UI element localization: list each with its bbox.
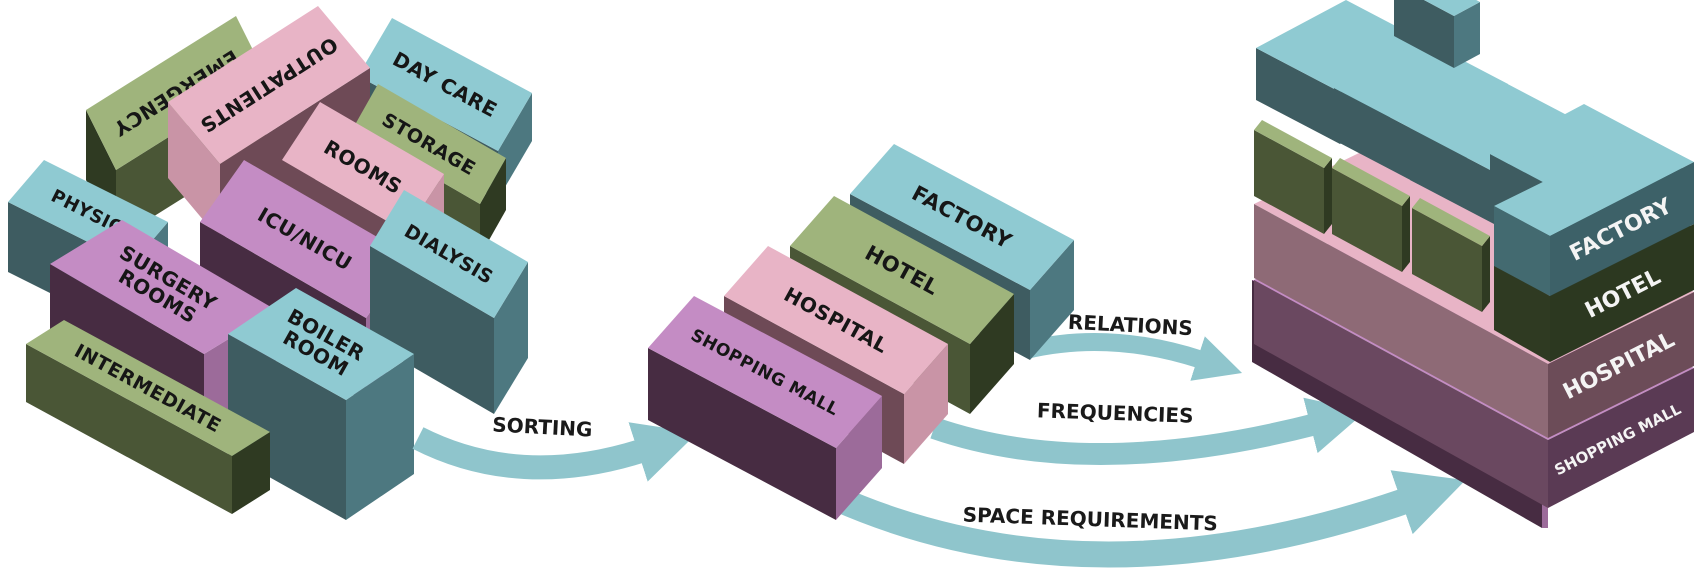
arrow-sorting-shape — [412, 422, 698, 482]
sorted-mall-side-long — [648, 348, 836, 520]
arrow-relations: RELATIONS — [1023, 310, 1243, 381]
stack-hotel-column-2-top — [1332, 158, 1410, 206]
block-boiler-top — [228, 288, 414, 400]
stack-hospital-side-short — [1548, 292, 1694, 438]
sorted-mall-side-short — [836, 396, 882, 520]
block-dialysis-top — [370, 190, 528, 318]
block-intermediate-side-long — [26, 344, 232, 514]
block-boiler: BOILERROOM — [228, 288, 414, 520]
stack-hotel-face-right — [1550, 224, 1694, 362]
block-storage-side-short — [480, 158, 506, 256]
stack-hotel-column-3-side-long — [1412, 208, 1482, 312]
block-intermediate-top — [26, 320, 270, 456]
stack-factory-module-1-top — [1256, 0, 1430, 92]
block-boiler-side-long — [228, 334, 346, 520]
stack-factory-module-2-top — [1334, 40, 1508, 132]
sorted-hospital-side-short — [904, 344, 948, 464]
arrow-frequencies-label: FREQUENCIES — [1037, 398, 1194, 427]
stack-hotel-column-2-side-long — [1332, 168, 1402, 272]
block-intermediate-side-short — [232, 432, 270, 514]
stack-hotel-column-3 — [1412, 198, 1490, 312]
block-dialysis-side-short — [494, 262, 528, 414]
block-outpatients-top — [168, 6, 370, 164]
block-boiler-side-short — [346, 354, 414, 520]
stack-factory-module-3-side-long — [1410, 128, 1494, 224]
stack-hotel-column-2-side-short — [1402, 196, 1410, 272]
sorted-hotel-top — [790, 196, 1014, 344]
arrow-sorting-label: SORTING — [492, 412, 593, 441]
stack-factory-module-1-side-long — [1256, 48, 1340, 144]
stage-unsorted-blocks: DAY CAREEMERGENCYOUTPATIENTSSTORAGEROOMS… — [8, 6, 532, 520]
stack-factory-module-4 — [1394, 0, 1480, 68]
block-icu-top — [200, 160, 410, 318]
block-storage-top — [352, 84, 506, 204]
block-dialysis-side-long — [370, 246, 494, 414]
flow-arrows: SORTING RELATIONS FREQUENCIES SPACE REQUIRE… — [412, 310, 1466, 568]
block-emergency-top — [86, 16, 266, 170]
stack-factory-module-4-top — [1424, 0, 1480, 16]
block-surgery-top — [50, 220, 276, 354]
block-day_care-top — [358, 18, 532, 151]
stack-hotel-column-1 — [1254, 120, 1332, 234]
stack-mall-side-short — [1548, 368, 1694, 508]
stack-hotel-column-1-side-long — [1254, 130, 1324, 234]
block-dialysis: DIALYSIS — [370, 190, 528, 414]
stack-layer-factory — [1256, 0, 1694, 296]
block-outpatients-side-short — [168, 102, 220, 240]
arrow-frequencies: FREQUENCIES — [930, 397, 1366, 465]
stack-mall-side-long — [1254, 280, 1548, 508]
block-day_care-side-short — [498, 93, 532, 199]
stack-factory-module-4-side-long — [1394, 0, 1454, 68]
stack-factory-module-2-side-long — [1334, 88, 1418, 184]
stack-hotel-column-3-side-short — [1482, 236, 1490, 312]
sorted-mall-top — [648, 296, 882, 448]
stack-factory-module-4-side-short — [1454, 2, 1480, 68]
arrow-space-shape — [830, 470, 1466, 568]
arrow-relations-shape — [1023, 333, 1243, 381]
arrow-sorting: SORTING — [412, 412, 698, 482]
stack-hospital-side-long — [1254, 204, 1548, 438]
stack-factory-module-3-top — [1410, 80, 1584, 172]
stack-hotel-column-1-side-short — [1324, 158, 1332, 234]
arrow-frequencies-shape — [930, 397, 1366, 465]
stack-hotel-column-1-top — [1254, 120, 1332, 168]
arrow-space-label: SPACE REQUIREMENTS — [962, 503, 1218, 536]
stack-factory-face-left — [1494, 206, 1550, 296]
arrow-space: SPACE REQUIREMENTS — [830, 470, 1466, 568]
sorted-factory-top — [850, 144, 1074, 290]
sorted-hospital-top — [724, 246, 948, 394]
sorted-factory-side-short — [1030, 240, 1074, 360]
stack-hotel-column-2 — [1332, 158, 1410, 272]
stack-factory-face-right — [1550, 162, 1694, 296]
stack-factory-top — [1494, 134, 1694, 236]
sorted-hotel-side-short — [970, 294, 1014, 414]
stack-hotel-column-3-top — [1412, 198, 1490, 246]
